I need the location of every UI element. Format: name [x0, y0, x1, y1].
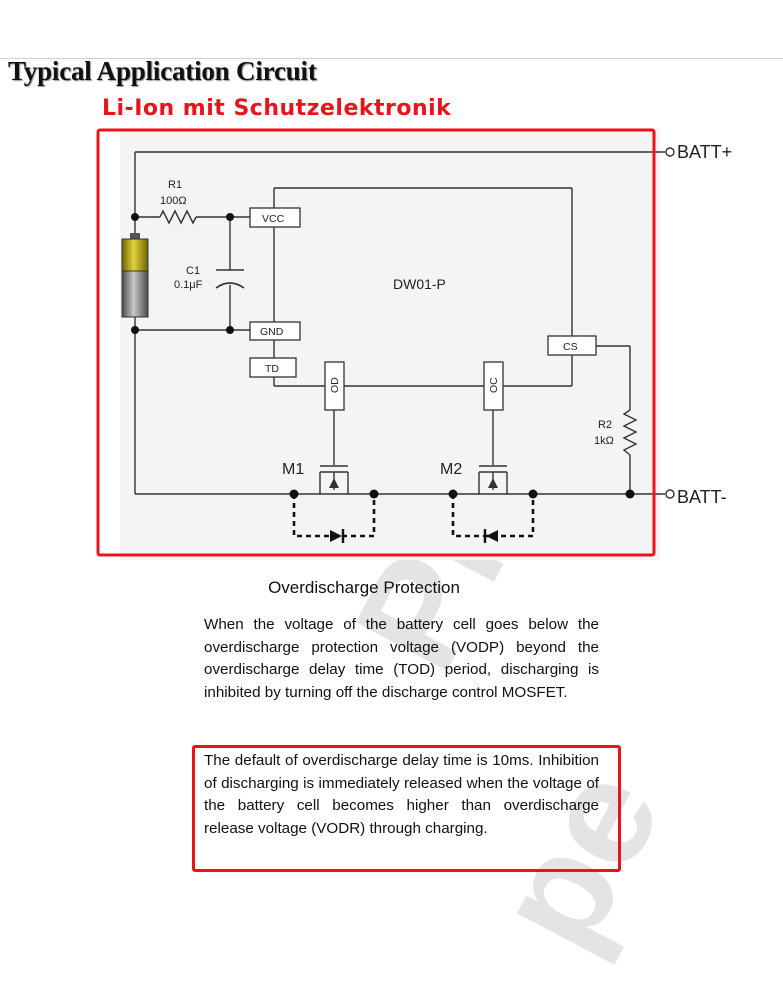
ic-name: DW01-P — [393, 276, 446, 292]
r1-resistor — [159, 209, 197, 225]
pin-cs-label: CS — [563, 341, 578, 353]
paragraph-1: When the voltage of the battery cell goe… — [204, 616, 599, 701]
pin-td-box — [249, 357, 297, 378]
m2-diode-arrow — [486, 530, 498, 542]
pin-td-label: TD — [265, 363, 279, 375]
pin-oc-label: OC — [488, 377, 500, 393]
circuit-diagram: BATT+ BATT- R1 100Ω C1 0.1μF R2 1kΩ DW01… — [96, 128, 732, 560]
c1-value: 0.1μF — [174, 279, 203, 291]
m2-body-arrow — [488, 478, 498, 488]
c1-name: C1 — [186, 265, 200, 277]
pin-gnd-label: GND — [260, 326, 284, 338]
paragraph-2: The default of overdischarge delay time … — [204, 752, 599, 837]
junction-dots — [131, 213, 635, 499]
pin-od-box — [324, 361, 345, 411]
m2-label: M2 — [440, 461, 462, 478]
r2-value: 1kΩ — [594, 435, 614, 447]
annotation-title: Li-Ion mit Schutzelektronik — [102, 96, 452, 121]
m1-body-arrow — [329, 478, 339, 488]
pin-vcc-label: VCC — [262, 213, 285, 225]
m1-label: M1 — [282, 461, 304, 478]
pin-vcc-box — [249, 207, 301, 228]
batt-minus-terminal — [665, 489, 675, 499]
r2-resistor — [622, 409, 638, 456]
r2-name: R2 — [598, 419, 612, 431]
batt-minus-label: BATT- — [677, 487, 727, 507]
battery-icon — [121, 233, 149, 318]
pin-od-label: OD — [329, 377, 341, 393]
m1-diode-arrow — [330, 530, 342, 542]
batt-plus-label: BATT+ — [677, 142, 732, 162]
pin-cs-box — [547, 335, 597, 356]
top-divider — [0, 58, 783, 59]
figure-caption: Overdischarge Protection — [268, 578, 460, 597]
c1-plate-bottom — [215, 282, 245, 289]
schematic-highlight-box — [96, 128, 656, 557]
page-title: Typical Application Circuit — [8, 56, 317, 86]
pin-oc-box — [483, 361, 504, 411]
r1-value: 100Ω — [160, 195, 187, 207]
pin-gnd-box — [249, 321, 301, 341]
batt-plus-terminal — [665, 147, 675, 157]
r1-name: R1 — [168, 179, 182, 191]
